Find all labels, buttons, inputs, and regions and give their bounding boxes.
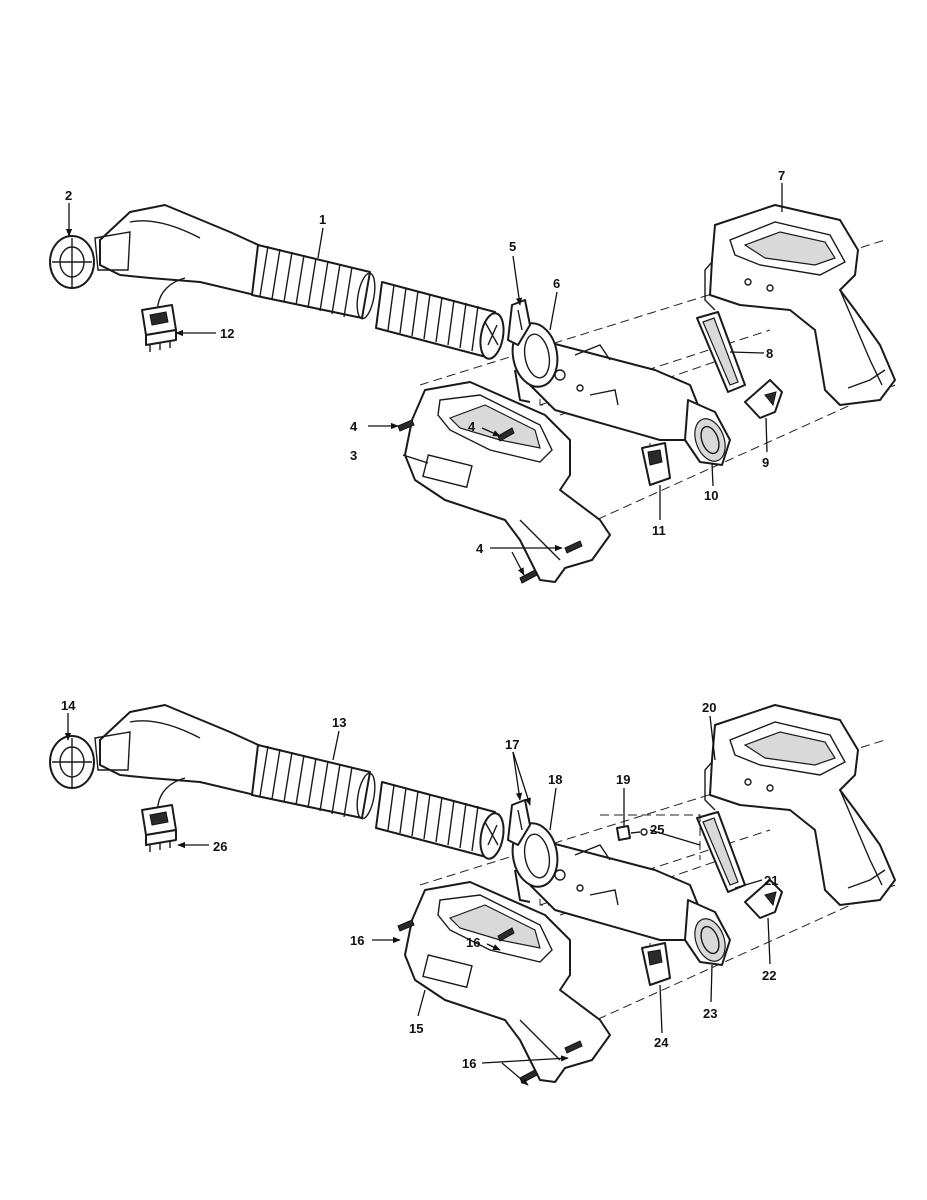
callout-13: 13 <box>332 715 346 730</box>
callout-5: 5 <box>509 239 516 254</box>
upper-callouts: 1 2 3 4 4 4 5 6 7 8 9 10 11 12 <box>65 168 785 556</box>
callout-16-c: 16 <box>462 1056 476 1071</box>
callout-25: 25 <box>650 822 664 837</box>
callout-16-a: 16 <box>350 933 364 948</box>
callout-22: 22 <box>762 968 776 983</box>
callout-17: 17 <box>505 737 519 752</box>
callout-2: 2 <box>65 188 72 203</box>
lower-exploded-view: 13 14 15 16 16 16 17 18 19 20 21 22 23 2… <box>49 698 896 1086</box>
callout-24: 24 <box>654 1035 669 1050</box>
callout-1: 1 <box>319 212 326 227</box>
callout-19: 19 <box>616 772 630 787</box>
callout-3: 3 <box>350 448 357 463</box>
callout-4-c: 4 <box>476 541 484 556</box>
callout-18: 18 <box>548 772 562 787</box>
callout-26: 26 <box>213 839 227 854</box>
upper-leaders <box>65 183 783 576</box>
lower-leaders <box>64 713 771 1086</box>
callout-15: 15 <box>409 1021 423 1036</box>
callout-14: 14 <box>61 698 76 713</box>
callout-4-a: 4 <box>350 419 358 434</box>
lower-callouts: 13 14 15 16 16 16 17 18 19 20 21 22 23 2… <box>61 698 778 1071</box>
upper-exploded-view: 1 2 3 4 4 4 5 6 7 8 9 10 11 12 <box>49 168 896 584</box>
callout-16-b: 16 <box>466 935 480 950</box>
callout-6: 6 <box>553 276 560 291</box>
callout-11: 11 <box>652 523 666 538</box>
callout-7: 7 <box>778 168 785 183</box>
callout-10: 10 <box>704 488 718 503</box>
callout-4-b: 4 <box>468 419 476 434</box>
callout-8: 8 <box>766 346 773 361</box>
callout-12: 12 <box>220 326 234 341</box>
callout-20: 20 <box>702 700 716 715</box>
callout-23: 23 <box>703 1006 717 1021</box>
callout-21: 21 <box>764 873 778 888</box>
callout-9: 9 <box>762 455 769 470</box>
